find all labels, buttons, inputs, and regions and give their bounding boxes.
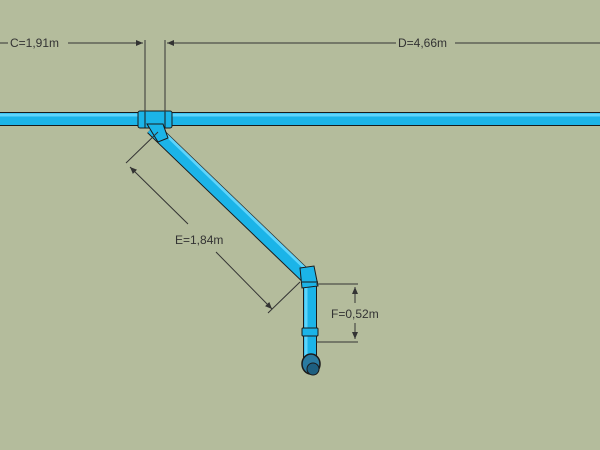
tee-fitting — [137, 110, 173, 143]
dimension-d: D=4,66m — [164, 36, 600, 112]
dimension-f-label: F=0,52m — [331, 307, 379, 321]
dimension-c-label: C=1,91m — [10, 36, 59, 50]
diagonal-branch-pipe — [147, 122, 315, 286]
elbow-fitting — [299, 265, 319, 289]
pipe-end-cap — [301, 353, 321, 376]
dimension-c: C=1,91m — [0, 36, 146, 112]
dimension-f: F=0,52m — [316, 283, 379, 343]
main-horizontal-pipe — [0, 112, 600, 126]
pipe-coupler — [301, 327, 319, 337]
dimension-e: E=1,84m — [125, 131, 301, 314]
vertical-drop-pipe — [303, 280, 317, 362]
dimension-d-label: D=4,66m — [398, 36, 447, 50]
dimension-e-label: E=1,84m — [175, 233, 223, 247]
